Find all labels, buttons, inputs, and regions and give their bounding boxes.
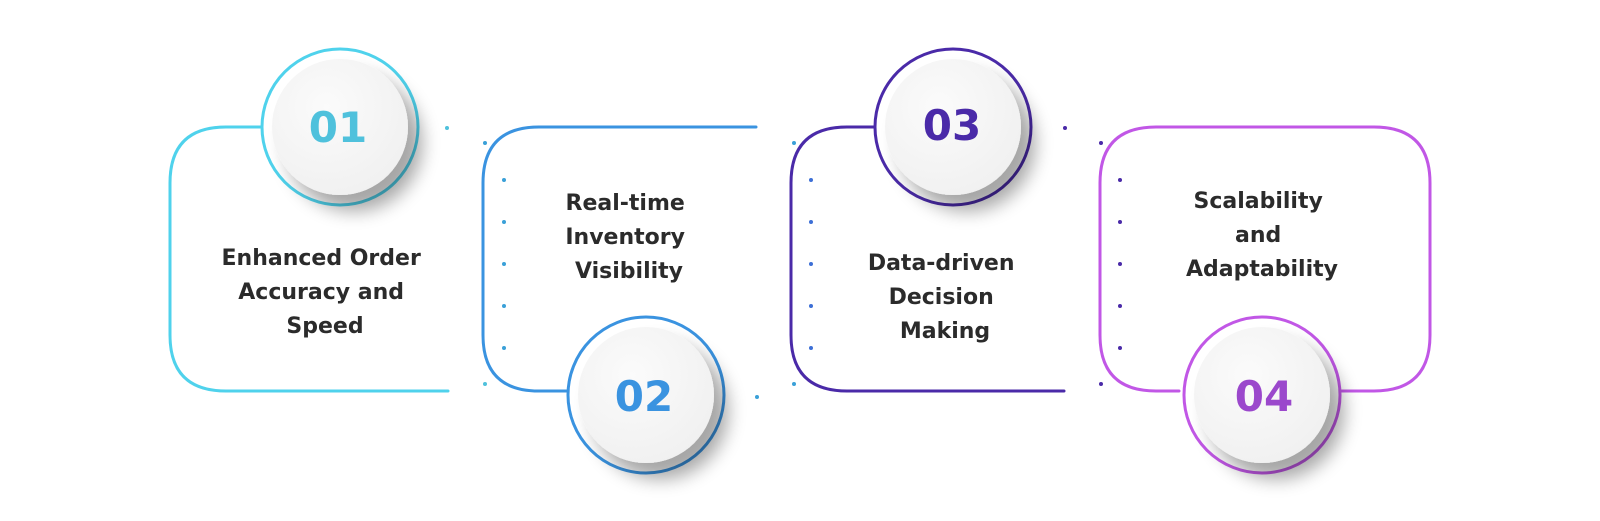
step-3-number: 03 — [923, 101, 981, 150]
dot — [1118, 220, 1122, 224]
step-2-label-line-2: Inventory — [565, 225, 685, 250]
connector-dot — [1063, 126, 1067, 130]
step-2-label-line-1: Real-time — [566, 191, 685, 216]
step-4-label: Scalability and Adaptability — [1186, 189, 1338, 282]
step-3-dots — [809, 178, 813, 350]
step-4-badge: 04 — [1182, 315, 1342, 475]
step-3-label-line-2: Decision — [889, 285, 994, 310]
step-4-label-line-2: and — [1235, 223, 1281, 248]
step-2-label: Real-time Inventory Visibility — [565, 191, 692, 284]
connector-dot — [483, 141, 487, 145]
dot — [502, 178, 506, 182]
step-3-disc — [885, 59, 1021, 195]
connector-dot — [755, 395, 759, 399]
step-3-label-line-3: Making — [900, 319, 990, 344]
step-4-disc — [1194, 327, 1330, 463]
connector-dot — [792, 382, 796, 386]
step-2: 02 Real-time Inventory Visibility — [481, 125, 758, 475]
step-1-label-line-3: Speed — [286, 314, 363, 339]
dot — [502, 346, 506, 350]
connector-dot — [792, 141, 796, 145]
step-1-label-line-2: Accuracy and — [238, 280, 404, 305]
dot — [809, 304, 813, 308]
step-2-label-line-3: Visibility — [575, 259, 683, 284]
connector-dot — [1099, 141, 1103, 145]
step-2-number: 02 — [615, 372, 673, 421]
step-4-dots — [1118, 178, 1122, 350]
step-4: 04 Scalability and Adaptability — [1098, 125, 1432, 475]
step-2-dots — [502, 178, 506, 350]
step-1: 01 Enhanced Order Accuracy and Speed — [168, 47, 450, 393]
connector-dot — [445, 126, 449, 130]
step-4-frame — [1098, 125, 1432, 393]
step-3-frame — [789, 125, 1066, 393]
step-1-disc — [272, 59, 408, 195]
dot — [1118, 178, 1122, 182]
step-4-number: 04 — [1235, 372, 1293, 421]
step-2-disc — [578, 327, 714, 463]
step-1-frame — [168, 125, 450, 393]
dot — [502, 220, 506, 224]
dot — [1118, 262, 1122, 266]
step-4-label-line-1: Scalability — [1193, 189, 1322, 214]
dot — [809, 346, 813, 350]
step-4-label-line-3: Adaptability — [1186, 257, 1338, 282]
dot — [809, 262, 813, 266]
step-3-label: Data-driven Decision Making — [868, 251, 1022, 344]
dot — [1118, 346, 1122, 350]
step-2-frame — [481, 125, 758, 393]
step-1-label-line-1: Enhanced Order — [222, 246, 421, 271]
connector-dot — [483, 382, 487, 386]
step-1-label: Enhanced Order Accuracy and Speed — [222, 246, 429, 339]
dot — [502, 304, 506, 308]
step-1-number: 01 — [309, 103, 367, 152]
step-3-label-line-1: Data-driven — [868, 251, 1015, 276]
dot — [809, 178, 813, 182]
step-3: 03 Data-driven Decision Making — [789, 47, 1066, 393]
step-1-badge: 01 — [260, 47, 420, 207]
dot — [809, 220, 813, 224]
dot — [1118, 304, 1122, 308]
dot — [502, 262, 506, 266]
step-2-badge: 02 — [566, 315, 726, 475]
step-3-badge: 03 — [873, 47, 1033, 207]
connector-dot — [1099, 382, 1103, 386]
connector-dots — [445, 126, 1103, 399]
